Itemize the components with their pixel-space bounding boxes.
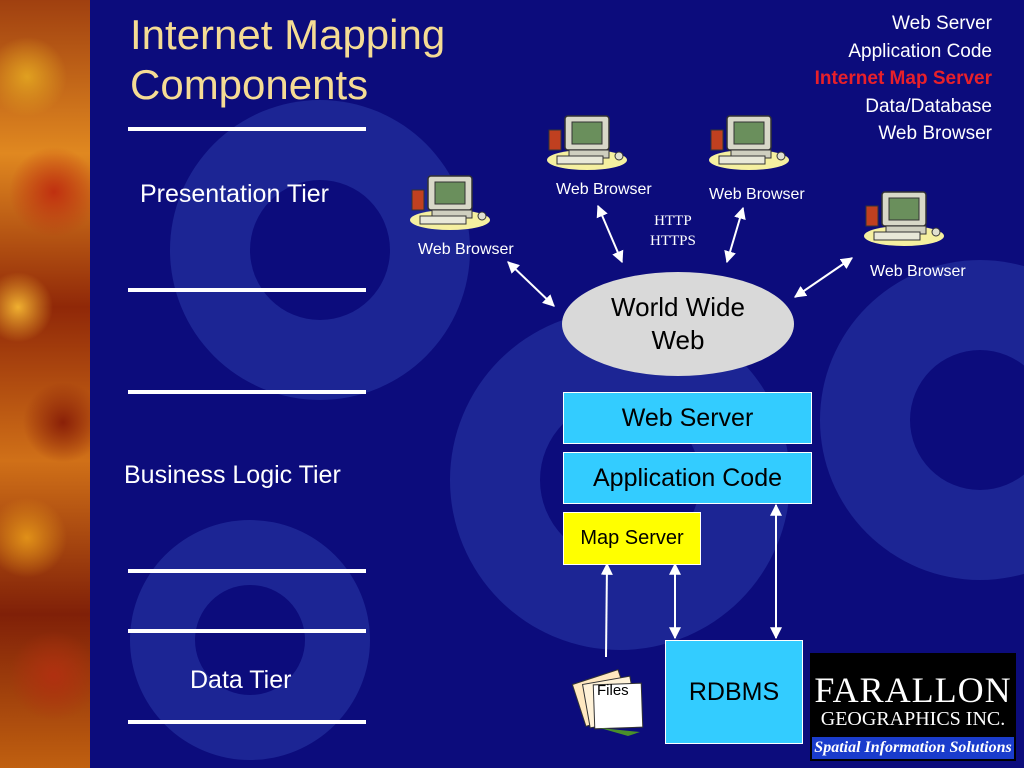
legend-item: Web Browser [878, 123, 992, 144]
tier-divider [128, 288, 366, 292]
title-line-1: Internet Mapping [130, 11, 446, 58]
computer-icon [546, 115, 628, 171]
application-code-box: Application Code [563, 452, 812, 504]
web-server-box: Web Server [563, 392, 812, 444]
protocol-label: HTTP HTTPS [650, 211, 696, 251]
https-label: HTTPS [650, 233, 696, 249]
title-line-2: Components [130, 61, 369, 108]
tier-divider [128, 629, 366, 633]
web-browser-label: Web Browser [556, 181, 652, 198]
www-line-2: Web [651, 325, 705, 355]
computer-icon [863, 191, 945, 247]
web-browser-label: Web Browser [870, 263, 966, 280]
application-code-label: Application Code [592, 463, 782, 492]
connection-arrow [794, 257, 853, 298]
connection-arrow [600, 562, 613, 658]
tier-divider [128, 127, 366, 131]
world-wide-web-node: World Wide Web [562, 272, 794, 376]
company-logo: FARALLON GEOGRAPHICS INC. Spatial Inform… [810, 653, 1016, 761]
data-tier-label: Data Tier [190, 666, 292, 694]
map-server-label: Map Server [580, 527, 684, 549]
files-label: Files [597, 682, 629, 699]
connection-arrow [596, 204, 624, 264]
component-legend: Web Server Application Code Internet Map… [815, 10, 992, 148]
slide-title: Internet Mapping Components [130, 10, 445, 110]
connection-arrow [724, 206, 746, 264]
web-browser-label: Web Browser [709, 186, 805, 203]
tier-divider [128, 569, 366, 573]
logo-tagline: Spatial Information Solutions [812, 737, 1014, 759]
web-browser-label: Web Browser [418, 241, 514, 258]
rdbms-box: RDBMS [665, 640, 803, 744]
business-logic-tier-label: Business Logic Tier [124, 461, 341, 489]
computer-icon [708, 115, 790, 171]
www-line-1: World Wide [611, 292, 745, 322]
legend-item: Data/Database [865, 95, 992, 117]
decorative-strip [0, 0, 90, 768]
map-server-box: Map Server [563, 512, 701, 565]
rdbms-label: RDBMS [688, 677, 780, 706]
tier-divider [128, 390, 366, 394]
files-icon [571, 669, 644, 736]
logo-line-2: GEOGRAPHICS INC. [820, 708, 1006, 730]
logo-line-1: FARALLON [814, 670, 1012, 710]
web-server-label: Web Server [621, 403, 754, 432]
http-label: HTTP [654, 213, 692, 229]
computer-icon [409, 175, 491, 231]
legend-item-highlight: Internet Map Server [814, 68, 992, 89]
connection-arrow [507, 261, 555, 307]
tier-divider [128, 720, 366, 724]
legend-item: Application Code [848, 40, 992, 62]
legend-item: Web Server [892, 13, 992, 34]
presentation-tier-label: Presentation Tier [140, 180, 329, 208]
